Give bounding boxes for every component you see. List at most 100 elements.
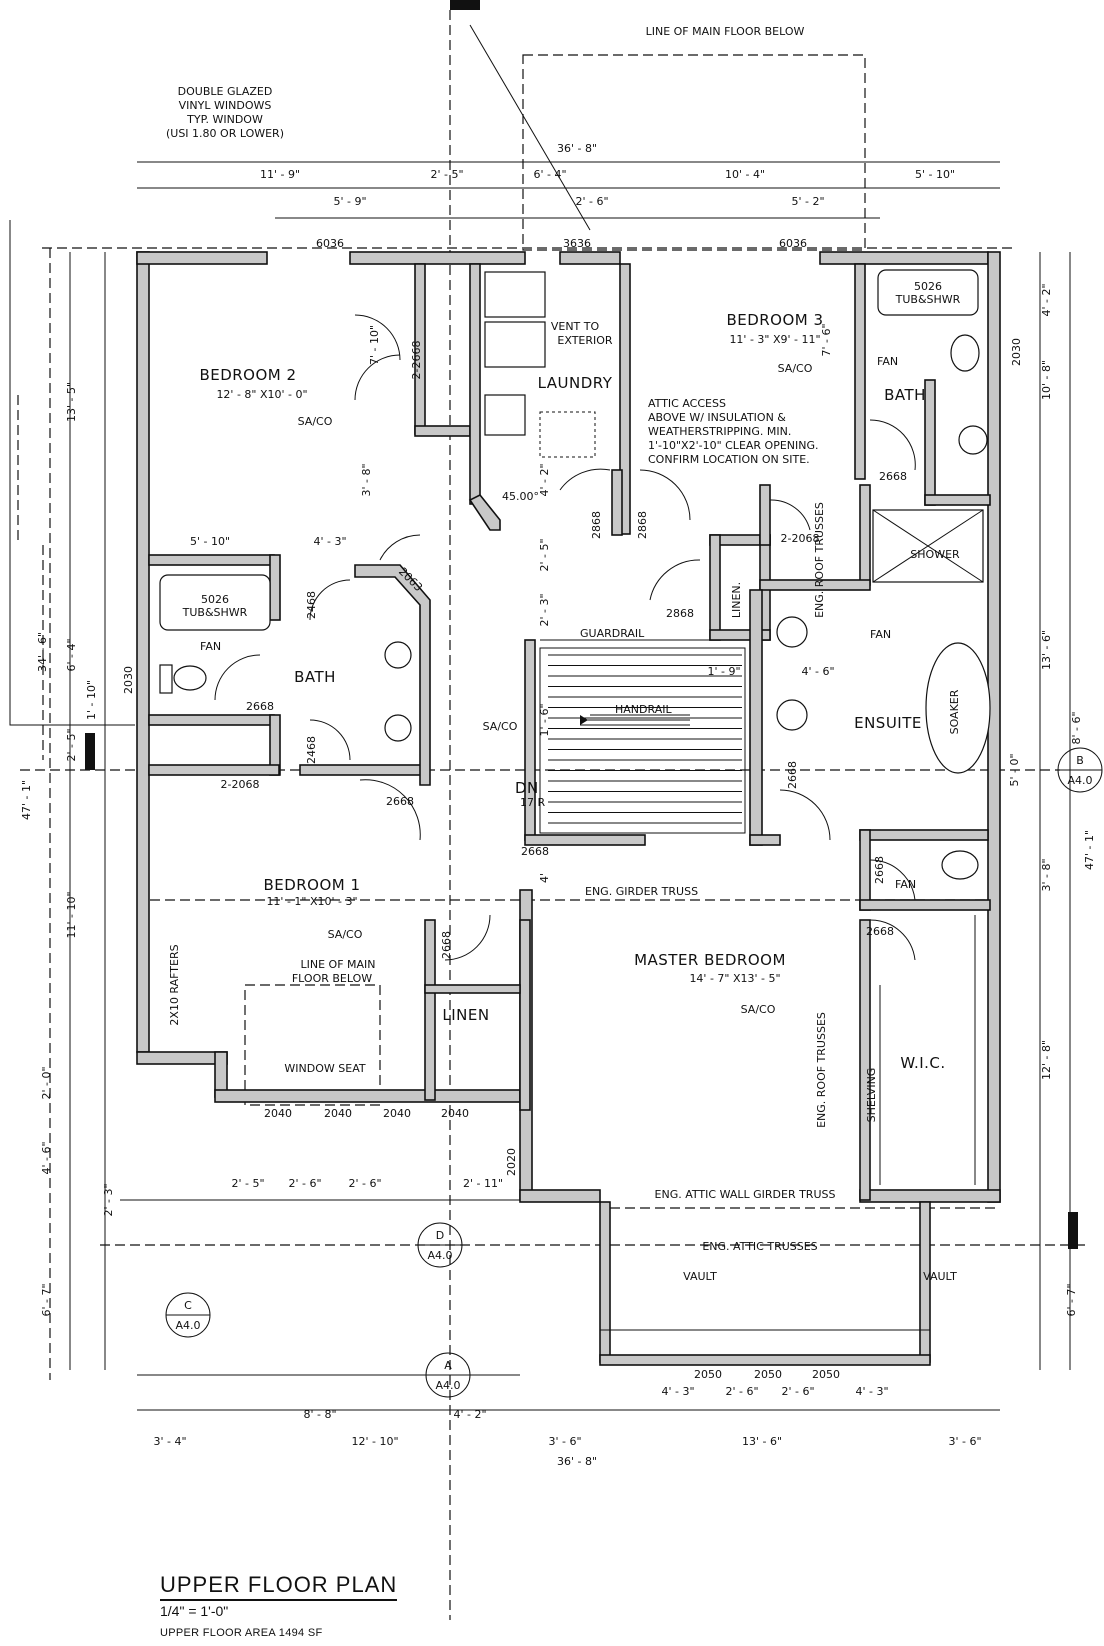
plan-area: UPPER FLOOR AREA 1494 SF	[160, 1627, 323, 1639]
size-bedroom1: 11' - 1" X10' - 3"	[266, 895, 357, 908]
dim-right-1: 4' - 2"	[1040, 283, 1053, 316]
door-tag-2668-bath: 2668	[246, 700, 274, 713]
dim-int-bed2-3: 4' - 3"	[313, 535, 346, 548]
saco-master: SA/CO	[741, 1003, 776, 1016]
window-tag-2030-left: 2030	[122, 666, 135, 694]
dim-int-bed2-2: 5' - 10"	[190, 535, 230, 548]
dim-top-7: 2' - 6"	[575, 195, 608, 208]
dim-int-stairs: 1' - 6"	[538, 703, 551, 736]
section-d-sheet: A4.0	[427, 1249, 452, 1262]
note-windows-2: VINYL WINDOWS	[179, 99, 272, 112]
window-tag-2050-3: 2050	[812, 1368, 840, 1381]
dim-top-1: 11' - 9"	[260, 168, 300, 181]
section-mark-b[interactable]: B A4.0	[1057, 747, 1103, 793]
tags: 6036 3636 6036 2040 2040 2040 2040 2050 …	[122, 237, 1023, 1381]
window-tag-2040-1: 2040	[264, 1107, 292, 1120]
bathtub-left	[159, 574, 271, 631]
window-tag-6036-a: 6036	[316, 237, 344, 250]
walls	[136, 251, 1001, 1366]
label-shower: SHOWER	[910, 548, 960, 561]
note-roof-trusses-ensuite: ENG. ROOF TRUSSES	[813, 502, 826, 618]
dim-porch-3: 2' - 6"	[348, 1177, 381, 1190]
dim-top-2: 2' - 5"	[430, 168, 463, 181]
dim-top-6: 5' - 9"	[333, 195, 366, 208]
fan-bath3: FAN	[877, 355, 898, 368]
size-bedroom3: 11' - 3" X9' - 11"	[729, 333, 820, 346]
window-tag-2040-3: 2040	[383, 1107, 411, 1120]
door-tag-2668-bath3: 2668	[879, 470, 907, 483]
note-attic-5: CONFIRM LOCATION ON SITE.	[648, 453, 810, 466]
dim-right-4: 8' - 6"	[1070, 711, 1083, 744]
room-linen: LINEN	[442, 1006, 489, 1024]
dim-int-bed2-1: 3' - 8"	[360, 463, 373, 496]
section-c-letter: C	[184, 1299, 192, 1312]
door-tag-2668-bed1: 2668	[386, 795, 414, 808]
door-tag-2468-a: 2468	[305, 591, 318, 619]
section-c-sheet: A4.0	[175, 1319, 200, 1332]
window-tag-2030-right: 2030	[1010, 338, 1023, 366]
section-mark-c[interactable]: C A4.0	[165, 1292, 211, 1338]
fan-left: FAN	[200, 640, 221, 653]
sink-left-1	[384, 641, 412, 669]
dim-porch-4: 2' - 11"	[463, 1177, 503, 1190]
dim-int-hall-2: 2' - 5"	[538, 538, 551, 571]
toilet-ensuite	[941, 850, 979, 880]
door-tag-2668-linen: 2668	[440, 931, 453, 959]
section-a-letter: A	[444, 1359, 452, 1372]
dim-top-3: 6' - 4"	[533, 168, 566, 181]
dim-porch-2: 2' - 6"	[288, 1177, 321, 1190]
door-tag-2668-wic: 2668	[866, 925, 894, 938]
note-girder-truss: ENG. GIRDER TRUSS	[585, 885, 698, 898]
dim-bot-5: 8' - 8"	[303, 1408, 336, 1421]
section-marks: B A4.0 D A4.0 C A4.0 A A4.0	[85, 0, 1103, 1398]
fixtures	[159, 269, 991, 1185]
dim-bot-4: 4' - 3"	[855, 1385, 888, 1398]
room-ensuite: ENSUITE	[854, 714, 922, 732]
dim-top-8: 5' - 2"	[791, 195, 824, 208]
room-bedroom2: BEDROOM 2	[199, 366, 296, 384]
note-guardrail: GUARDRAIL	[580, 627, 645, 640]
door-tag-2868-a: 2868	[590, 511, 603, 539]
plan-title: UPPER FLOOR PLAN	[160, 1572, 398, 1601]
window-tag-2050-1: 2050	[694, 1368, 722, 1381]
soaker-tub	[925, 642, 991, 774]
door-tag-2-2068-b: 2-2068	[781, 532, 820, 545]
dim-bot-6: 4' - 2"	[453, 1408, 486, 1421]
tub-right-1: 5026	[914, 280, 942, 293]
dim-right-small: 5' - 0"	[1008, 753, 1021, 786]
sink-ensuite-1	[776, 616, 808, 648]
door-swings	[214, 314, 916, 961]
window-tag-2040-4: 2040	[441, 1107, 469, 1120]
sink-ensuite-2	[776, 699, 808, 731]
sink-bath3	[958, 425, 988, 455]
note-vent-1: VENT TO	[551, 320, 600, 333]
dim-left-4: 2' - 5"	[65, 728, 78, 761]
toilet-left	[173, 665, 207, 691]
dim-bot-1: 4' - 3"	[661, 1385, 694, 1398]
size-master-bedroom: 14' - 7" X13' - 5"	[689, 972, 780, 985]
tub-right-2: TUB&SHWR	[895, 293, 961, 306]
saco-bedroom1: SA/CO	[328, 928, 363, 941]
room-wic: W.I.C.	[900, 1054, 945, 1072]
notes: DOUBLE GLAZED VINYL WINDOWS TYP. WINDOW …	[166, 25, 961, 1253]
door-tag-2668-wc: 2668	[873, 856, 886, 884]
door-tag-2020: 2020	[505, 1148, 518, 1176]
section-b-letter: B	[1076, 754, 1084, 767]
note-windows-3: TYP. WINDOW	[186, 113, 263, 126]
note-line-main-top: LINE OF MAIN FLOOR BELOW	[646, 25, 805, 38]
section-mark-a[interactable]: A A4.0	[425, 1352, 471, 1398]
dim-left-9: 2' - 3"	[102, 1183, 115, 1216]
dim-right-6: 12' - 8"	[1040, 1040, 1053, 1080]
dim-int-bed2-4: 7' - 10"	[368, 325, 381, 365]
section-mark-d[interactable]: D A4.0	[417, 1222, 463, 1268]
tub-left-1: 5026	[201, 593, 229, 606]
dim-bot-overall: 36' - 8"	[557, 1455, 597, 1468]
label-vault-left: VAULT	[683, 1270, 717, 1283]
plan-scale: 1/4" = 1'-0"	[160, 1603, 229, 1619]
dim-left-mid: 34' - 6"	[36, 632, 49, 672]
note-windows-4: (USI 1.80 OR LOWER)	[166, 127, 284, 140]
dim-int-hall-4: 1' - 9"	[707, 665, 740, 678]
saco-hall: SA/CO	[483, 720, 518, 733]
saco-bedroom2: SA/CO	[298, 415, 333, 428]
